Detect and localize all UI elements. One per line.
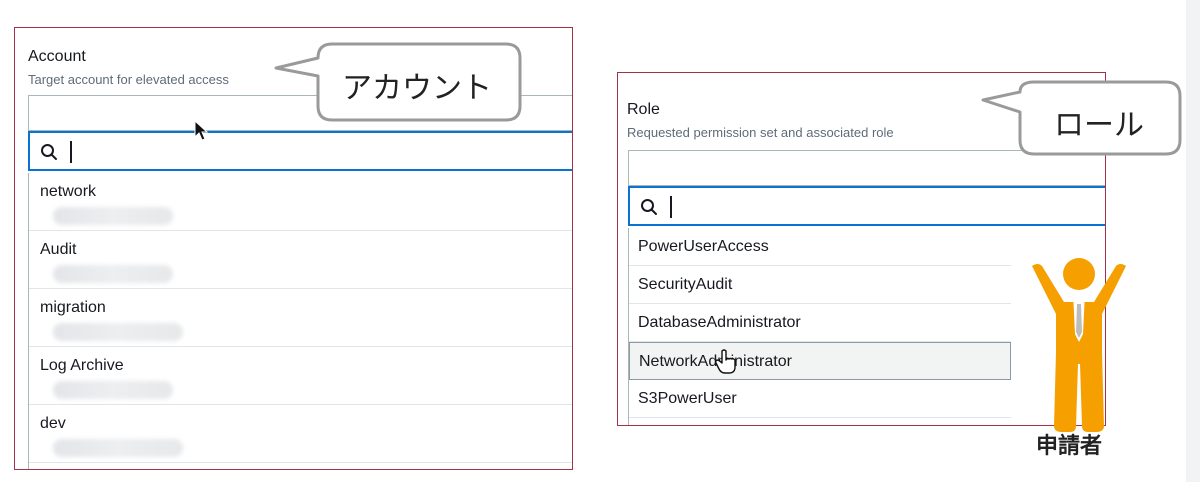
account-option-network[interactable]: network: [29, 173, 572, 231]
account-search-input[interactable]: [28, 131, 572, 171]
role-select[interactable]: [628, 150, 1105, 186]
account-callout-bubble: [274, 42, 522, 122]
account-description: Target account for elevated access: [28, 72, 229, 87]
account-option-log-archive[interactable]: Log Archive: [29, 347, 572, 405]
blurred-account-id: [53, 381, 173, 399]
requester-label: 申請者: [1036, 433, 1103, 458]
requester-person-icon: [1032, 258, 1126, 432]
role-option-networkadministrator[interactable]: NetworkAdministrator: [629, 342, 1011, 380]
text-caret: [70, 141, 72, 163]
role-option-s3poweruser[interactable]: S3PowerUser: [629, 380, 1011, 418]
option-label: S3PowerUser: [638, 390, 737, 407]
blurred-account-id: [53, 439, 183, 457]
role-callout-bubble: [981, 80, 1182, 156]
role-search-input[interactable]: [628, 186, 1105, 226]
blurred-account-id: [53, 265, 173, 283]
account-options-list: network Audit migration Log Archive dev: [28, 173, 572, 469]
option-label: SecurityAudit: [638, 276, 733, 293]
search-icon: [41, 144, 57, 160]
blurred-account-id: [53, 207, 173, 225]
role-label: Role: [627, 101, 660, 118]
text-caret: [670, 196, 672, 218]
option-label: dev: [40, 415, 66, 432]
option-label: PowerUserAccess: [638, 238, 769, 255]
role-option-securityaudit[interactable]: SecurityAudit: [629, 266, 1011, 304]
page-edge: [1186, 0, 1200, 482]
mouse-pointer-icon: [194, 120, 209, 141]
role-description: Requested permission set and associated …: [627, 125, 894, 140]
option-label: migration: [40, 299, 106, 316]
search-icon: [641, 199, 657, 215]
role-option-databaseadministrator[interactable]: DatabaseAdministrator: [629, 304, 1011, 342]
account-option-audit[interactable]: Audit: [29, 231, 572, 289]
option-label: network: [40, 183, 97, 200]
hand-pointer-icon: [715, 349, 736, 374]
role-callout-text: ロール: [1054, 109, 1144, 142]
blurred-account-id: [53, 323, 183, 341]
account-callout-text: アカウント: [342, 72, 492, 105]
account-option-migration[interactable]: migration: [29, 289, 572, 347]
option-label: Audit: [40, 241, 77, 258]
role-option-poweruseraccess[interactable]: PowerUserAccess: [629, 228, 1011, 266]
account-option-dev[interactable]: dev: [29, 405, 572, 463]
role-options-list: PowerUserAccess SecurityAudit DatabaseAd…: [628, 228, 1011, 425]
option-label: DatabaseAdministrator: [638, 314, 801, 331]
account-label: Account: [28, 48, 86, 65]
option-label: Log Archive: [40, 357, 124, 374]
